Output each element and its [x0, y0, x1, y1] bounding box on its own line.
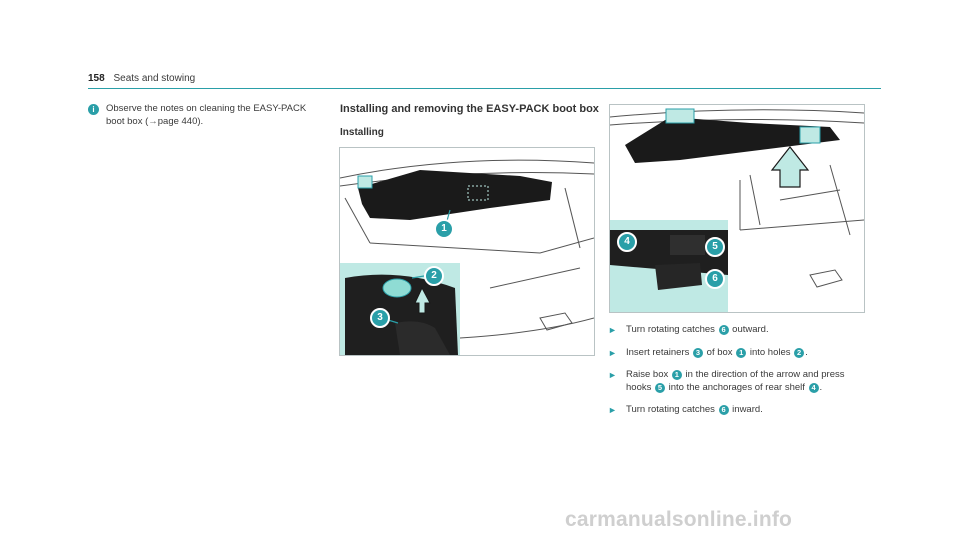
callout-ref: 5 [655, 382, 665, 393]
step-text: Raise box 1 in the direction of the arro… [626, 369, 845, 393]
subsection-title: Installing [340, 127, 384, 138]
step-item: ► Raise box 1 in the direction of the ar… [608, 369, 870, 394]
callout-ref: 3 [693, 347, 704, 358]
watermark: carmanualsonline.info [565, 508, 793, 531]
callout-1: 1 [434, 219, 454, 239]
step-item: ► Turn rotating catches 6 inward. [608, 404, 870, 417]
page-ref-link[interactable]: page 440). [157, 115, 204, 127]
callout-ref: 1 [671, 370, 682, 380]
callout-ref: 2 [794, 347, 805, 358]
info-icon: i [88, 104, 99, 115]
installing-illustration: 1 2 3 [339, 147, 595, 356]
page-number: 158 [88, 73, 105, 84]
step-bullet-icon: ► [608, 347, 617, 358]
callout-ref: 6 [718, 325, 729, 335]
note-text: Observe the notes on cleaning the EASY-P… [106, 103, 318, 128]
section-title: Installing and removing the EASY-PACK bo… [340, 103, 599, 115]
header-divider [88, 88, 881, 89]
removing-svg [610, 108, 864, 312]
step-bullet-icon: ► [608, 405, 617, 415]
note-text-part: Observe the notes on cleaning the EASY-P… [106, 103, 307, 127]
removing-illustration: 4 5 6 [609, 104, 865, 313]
arrow-ref-icon: → [148, 115, 158, 127]
callout-3: 3 [370, 308, 390, 328]
step-text: Insert retainers 3 of box 1 into holes 2… [626, 346, 808, 358]
step-text: Turn rotating catches 6 inward. [626, 404, 763, 415]
step-item: ► Turn rotating catches 6 outward. [608, 324, 870, 337]
callout-5: 5 [705, 237, 725, 257]
callout-ref: 1 [736, 347, 747, 358]
step-text: Turn rotating catches 6 outward. [626, 324, 769, 335]
step-item: ► Insert retainers 3 of box 1 into holes… [608, 347, 870, 360]
step-bullet-icon: ► [608, 325, 617, 335]
instruction-steps: ► Turn rotating catches 6 outward. ► Ins… [608, 324, 870, 427]
callout-2: 2 [424, 266, 444, 286]
step-bullet-icon: ► [608, 370, 617, 380]
callout-ref: 4 [808, 382, 819, 393]
callout-6: 6 [705, 269, 725, 289]
section-name: Seats and stowing [113, 73, 196, 84]
info-note: i Observe the notes on cleaning the EASY… [88, 103, 318, 128]
running-header: 158 Seats and stowing [88, 73, 195, 84]
callout-ref: 6 [718, 405, 729, 415]
callout-4: 4 [617, 232, 637, 252]
